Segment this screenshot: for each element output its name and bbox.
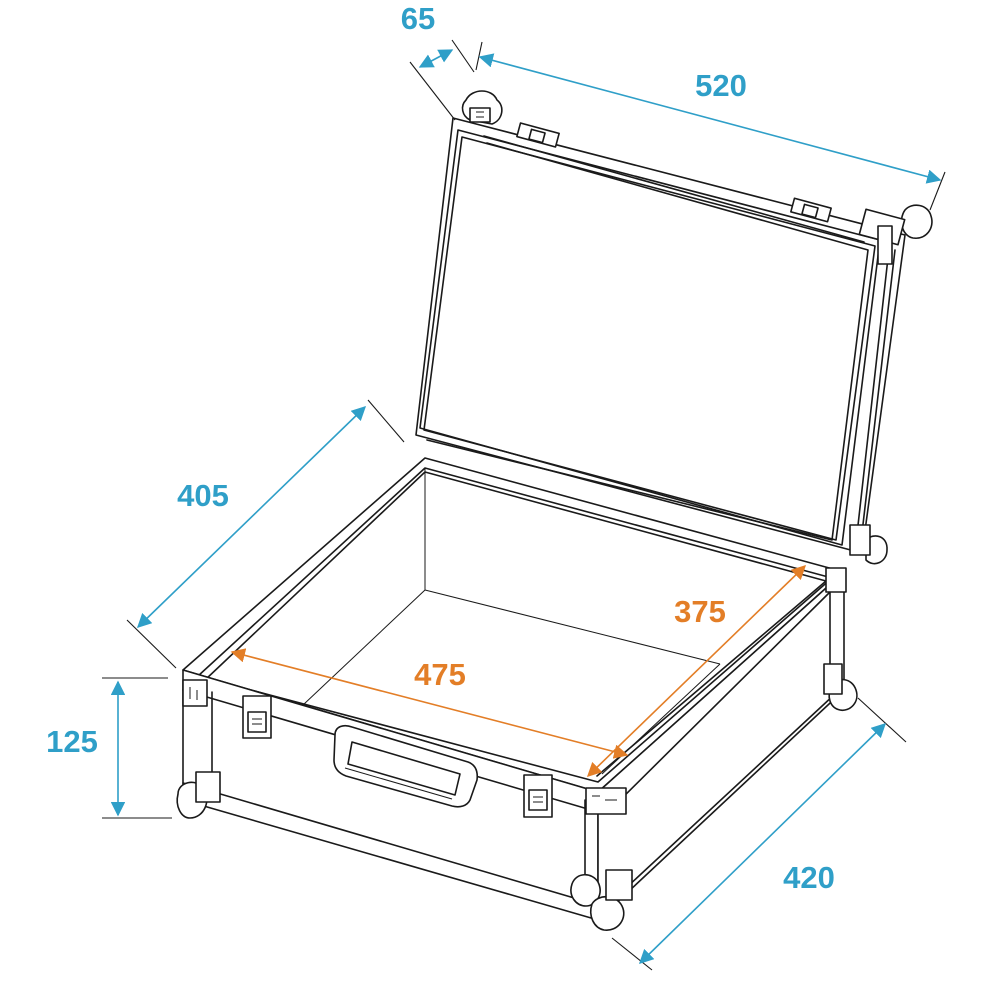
lid-side-edge-2 [859, 249, 896, 551]
dim-line-width [478, 53, 942, 184]
dimension-labels: 65 520 405 125 420 475 375 [46, 1, 835, 895]
front-bottom-rail [182, 782, 599, 906]
corner-back-right-top [825, 567, 847, 593]
ext-depth-bottom-front [611, 937, 653, 971]
corner-front-right-top [585, 787, 627, 815]
lid-latch-right [790, 197, 832, 223]
label-depth-bottom: 420 [783, 860, 835, 895]
dimension-lines [102, 39, 946, 971]
dim-line-inner-width [230, 648, 629, 759]
label-width: 520 [695, 68, 747, 103]
dim-line-depth-top [136, 405, 367, 629]
case-base [176, 457, 858, 931]
ext-width-right [929, 171, 946, 211]
corner-front-left-bottom [176, 771, 221, 819]
front-latch-left [242, 695, 272, 739]
ext-depth-top-front [126, 619, 177, 669]
label-height: 125 [46, 724, 98, 759]
label-inner-depth: 375 [674, 594, 726, 629]
dim-line-depth-bottom [638, 722, 887, 965]
ext-lid-depth-right [451, 39, 475, 73]
lid-corner-top-right [858, 204, 933, 265]
corner-front-right-bottom [570, 869, 633, 931]
ext-lid-depth-left [409, 61, 456, 121]
lid-lining-top [426, 142, 869, 541]
corner-back-right-bottom [823, 663, 858, 712]
dim-line-lid-depth [418, 49, 454, 68]
label-lid-depth: 65 [401, 1, 435, 36]
front-latch-right [523, 774, 553, 818]
ext-depth-top-back [367, 399, 405, 443]
lid-frame [419, 129, 881, 546]
ext-depth-bottom-back [857, 697, 907, 743]
ext-width-left [475, 41, 483, 71]
lid-corner-bottom-right [849, 524, 888, 565]
label-inner-width: 475 [414, 657, 466, 692]
dim-line-inner-depth [586, 564, 807, 778]
label-depth-top: 405 [177, 478, 229, 513]
lid-corner-top-left [461, 90, 503, 125]
lid-frame-inner [423, 136, 876, 541]
corner-front-left-top [182, 679, 208, 707]
